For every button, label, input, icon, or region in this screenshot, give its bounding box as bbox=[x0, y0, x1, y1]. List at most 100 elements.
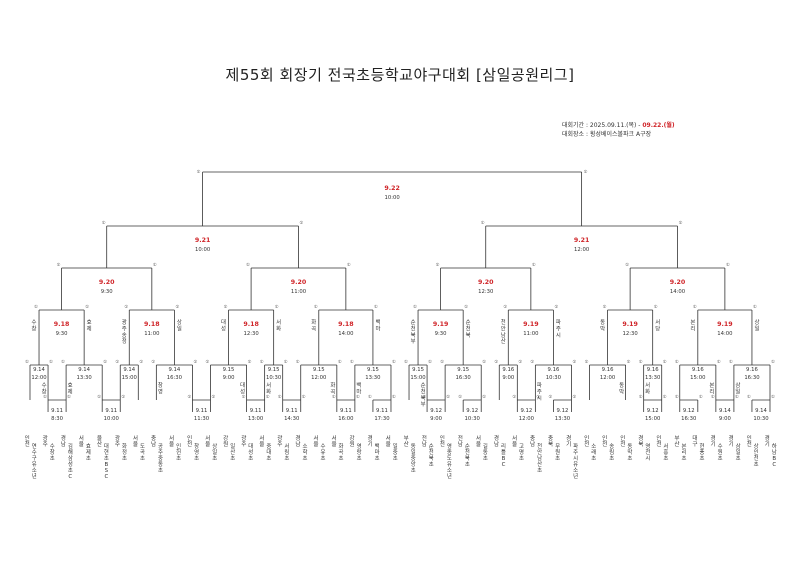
r64-seed-right: ① bbox=[536, 394, 540, 400]
r32-time: 10:30 bbox=[546, 375, 562, 381]
team-region: 충남 bbox=[530, 434, 535, 448]
team-name-char: 인 bbox=[754, 449, 759, 456]
team-name-char: 초 bbox=[429, 461, 434, 468]
team-name: 백마초 bbox=[375, 442, 380, 462]
team-name-char: 파 bbox=[573, 442, 578, 450]
quarter-time: 14:00 bbox=[670, 289, 686, 295]
r16-right-team-char: 상 bbox=[177, 318, 182, 326]
team-region-char: 울 bbox=[205, 441, 210, 448]
r32-seed-right: ① bbox=[139, 359, 143, 365]
team-region-char: 울 bbox=[79, 441, 84, 448]
venue-line: 대회장소 : 횡성베이스볼파크 A구장 bbox=[562, 131, 652, 138]
team-name-char: 길 bbox=[483, 442, 488, 450]
semi-time: 10:00 bbox=[195, 247, 211, 253]
team-region-char: 경 bbox=[494, 435, 499, 442]
r32-winner-label-char: 천 bbox=[421, 387, 426, 395]
r32-seed-left: ① bbox=[61, 359, 65, 365]
r64-seed-right: ① bbox=[356, 394, 360, 400]
team-region: 강원 bbox=[223, 435, 228, 448]
team-region-char: 경 bbox=[566, 435, 571, 442]
team-name-char: 초 bbox=[663, 455, 668, 462]
team-name-char: 영 bbox=[447, 442, 452, 450]
team-name-char: 북 bbox=[465, 455, 470, 462]
team-region: 전남 bbox=[422, 434, 427, 448]
team-region-char: 서 bbox=[386, 434, 391, 442]
final-seed-right: ① bbox=[584, 169, 588, 175]
r16-right-team-char: 당 bbox=[655, 325, 660, 332]
r64-date: 9.14 bbox=[755, 408, 767, 414]
semi-seed-left: ① bbox=[102, 220, 106, 226]
team-region-char: 경 bbox=[710, 435, 715, 442]
team-name-char: 년 bbox=[573, 472, 578, 480]
r32-date: 9.14 bbox=[78, 367, 90, 373]
r16-seed-right: ① bbox=[753, 304, 757, 310]
team-name-char: 창 bbox=[50, 448, 55, 456]
team-name-char: C bbox=[105, 474, 109, 480]
r16-date: 9.19 bbox=[523, 321, 539, 328]
team-name-char: 상 bbox=[212, 442, 217, 450]
r64-seed-left: ① bbox=[278, 394, 282, 400]
team-name-char: 초 bbox=[519, 455, 524, 462]
team-name: 수원초 bbox=[718, 443, 723, 462]
team-name-char: 초 bbox=[194, 455, 199, 462]
team-name-char: 창 bbox=[194, 442, 199, 450]
team-name-char: 초 bbox=[320, 455, 325, 462]
r64-seed-left: ① bbox=[332, 394, 336, 400]
team-name-char: 소 bbox=[573, 467, 578, 474]
r16-left-team-char: 창 bbox=[32, 324, 37, 332]
team-name-char: 초 bbox=[266, 455, 271, 462]
team-name-char: 초 bbox=[357, 455, 362, 462]
team-region: 경기 bbox=[566, 435, 571, 448]
team-name-char: 천 bbox=[754, 454, 759, 462]
quarter-seed-left: ① bbox=[436, 262, 440, 268]
r32-winner-label: 백마 bbox=[356, 381, 361, 395]
team-name-char: 초 bbox=[284, 455, 289, 462]
r32-time: 13:30 bbox=[77, 375, 93, 381]
team-name-char: 초 bbox=[302, 455, 307, 462]
r32-seed-left: ① bbox=[151, 359, 155, 365]
r16-left-team-char: 부 bbox=[411, 338, 416, 345]
team-name-char: 산 bbox=[230, 448, 235, 456]
team-region: 강원 bbox=[349, 435, 354, 448]
r16-left-team-char: 송 bbox=[122, 331, 127, 339]
team-region-char: 천 bbox=[25, 440, 30, 448]
team-name: 대성초 bbox=[248, 442, 253, 462]
r16-left-team-char: 화 bbox=[311, 319, 316, 326]
r32-date: 9.16 bbox=[692, 367, 704, 373]
r32-winner-label: 수창 bbox=[42, 382, 47, 395]
r32-date: 9.14 bbox=[33, 367, 45, 373]
team-region-char: 충 bbox=[530, 434, 535, 442]
team-region-char: 서 bbox=[259, 434, 264, 442]
r32-time: 10:30 bbox=[266, 375, 282, 381]
team-region: 인천 bbox=[440, 435, 445, 448]
r64-time: 10:00 bbox=[104, 416, 120, 422]
team-name-char: 초 bbox=[736, 455, 741, 462]
r32-date: 9.15 bbox=[313, 367, 325, 373]
team-name: 일중초 bbox=[393, 442, 398, 462]
r64-seed-right: ① bbox=[266, 394, 270, 400]
r16-time: 11:00 bbox=[144, 331, 160, 337]
r32-date: 9.15 bbox=[268, 367, 280, 373]
r64-time: 17:30 bbox=[374, 416, 390, 422]
r64-seed-left: ① bbox=[639, 394, 643, 400]
r16-right-team-char: 백 bbox=[375, 318, 380, 326]
team-region: 경북 bbox=[638, 435, 643, 448]
team-region: 울산 bbox=[97, 435, 102, 448]
team-name-char: 유 bbox=[32, 461, 37, 468]
team-region-char: 인 bbox=[602, 435, 607, 442]
team-name-char: 북 bbox=[429, 455, 434, 462]
r32-seed-right: ① bbox=[392, 359, 396, 365]
r32-seed-right: ① bbox=[627, 359, 631, 365]
r16-right-team-char: 일 bbox=[177, 324, 182, 332]
r32-time: 15:00 bbox=[122, 375, 138, 381]
team-region-char: 충 bbox=[548, 434, 553, 442]
r16-left-team-char: 순 bbox=[411, 319, 416, 326]
quarter-date: 9.20 bbox=[99, 279, 115, 286]
team-name-char: 종 bbox=[447, 449, 452, 456]
team-name: 화곡초 bbox=[339, 443, 344, 462]
team-region: 경기 bbox=[765, 435, 770, 448]
team-region: 대구 bbox=[692, 434, 697, 448]
semi-seed-left: ① bbox=[481, 220, 485, 226]
team-name-char: 흥 bbox=[663, 448, 668, 456]
